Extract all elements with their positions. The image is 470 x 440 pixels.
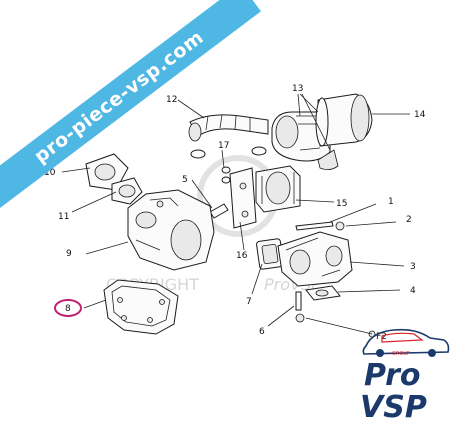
car-silhouette-icon bbox=[362, 328, 450, 357]
logo-group-text: GROUP bbox=[392, 351, 410, 357]
part-4-gasket bbox=[305, 285, 341, 301]
callout-5: 5 bbox=[182, 175, 188, 185]
logo-pro-text: Pro bbox=[364, 358, 421, 393]
callout-1: 1 bbox=[388, 197, 394, 207]
callout-9: 9 bbox=[66, 249, 72, 259]
part-6-fittings bbox=[295, 291, 305, 323]
part-8-gasket bbox=[103, 279, 179, 335]
part-10-flange bbox=[85, 153, 129, 191]
part-15-throttle-housing bbox=[255, 165, 301, 213]
callout-6: 6 bbox=[259, 327, 265, 337]
part-5-pin bbox=[209, 203, 229, 219]
callout-2: 2 bbox=[406, 215, 412, 225]
part-9-main-housing bbox=[127, 189, 215, 271]
callout-10: 10 bbox=[44, 168, 56, 178]
callout-16: 16 bbox=[236, 251, 248, 261]
provsp-logo: GROUP Pro VSP bbox=[352, 322, 462, 430]
part-12-hose bbox=[188, 114, 269, 159]
leader-lines bbox=[61, 93, 410, 335]
callout-12: 12 bbox=[166, 95, 177, 105]
callout-11: 11 bbox=[58, 212, 69, 222]
part-1-bolt bbox=[295, 221, 334, 231]
callout-15: 15 bbox=[336, 199, 347, 209]
part-14-filter bbox=[315, 93, 373, 147]
callout-13: 13 bbox=[292, 84, 303, 94]
part-16-bracket bbox=[229, 167, 257, 229]
part-3-manifold bbox=[277, 231, 353, 287]
callout-8-highlight-ring bbox=[54, 299, 82, 317]
part-17-screws bbox=[221, 166, 231, 184]
part-2-nut bbox=[335, 221, 345, 231]
callout-17: 17 bbox=[218, 141, 229, 151]
callout-3: 3 bbox=[410, 262, 416, 272]
part-13-flow-meter bbox=[271, 111, 339, 170]
part-11-gasket bbox=[111, 177, 143, 205]
callout-14: 14 bbox=[414, 110, 426, 120]
logo-vsp-text: VSP bbox=[360, 390, 427, 425]
callout-8: 8 bbox=[65, 304, 71, 314]
callout-4: 4 bbox=[410, 286, 416, 296]
callout-7: 7 bbox=[246, 297, 252, 307]
